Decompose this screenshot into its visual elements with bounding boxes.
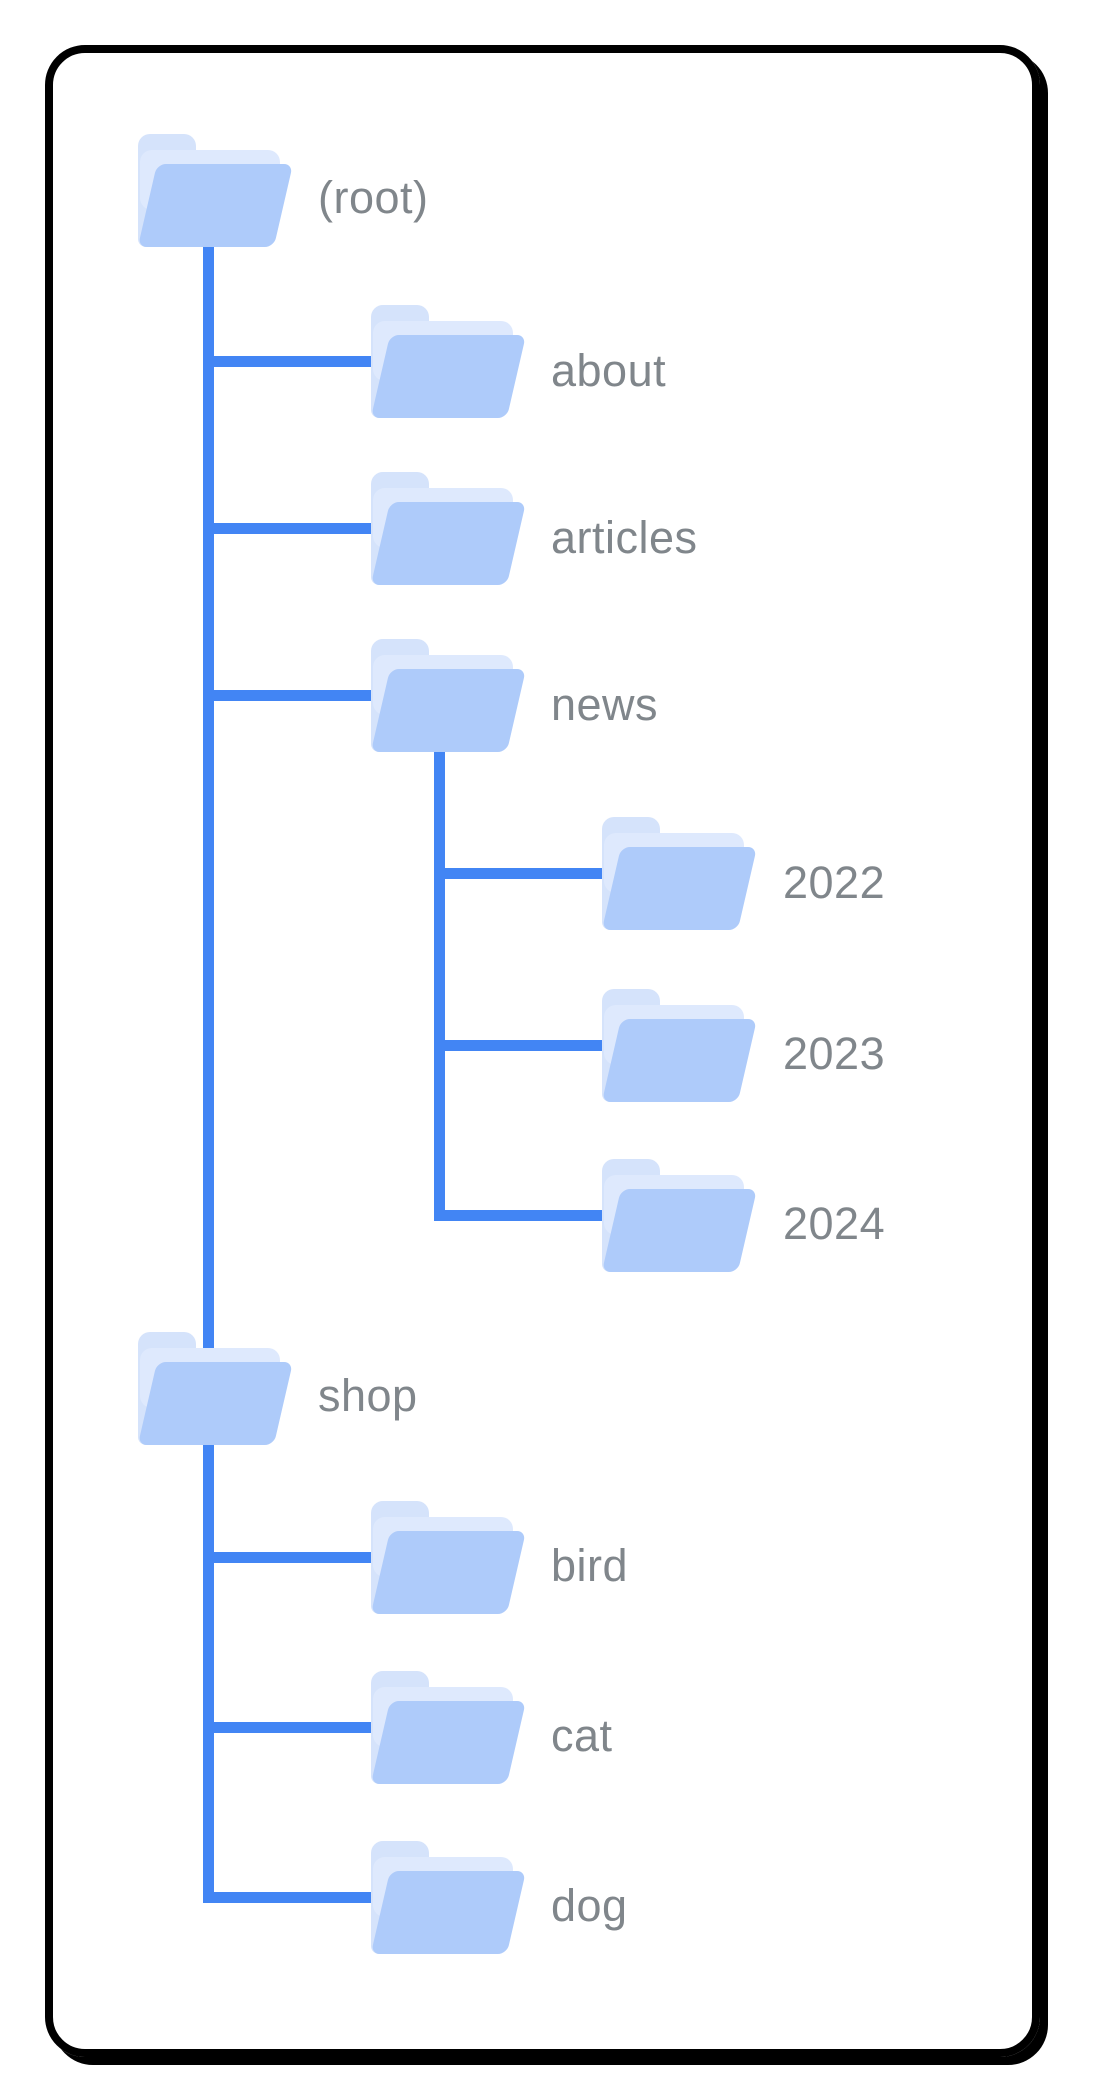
folder-front — [601, 847, 757, 930]
label-2023: 2023 — [783, 1028, 886, 1079]
folder-front — [601, 1019, 757, 1102]
connector-branch-cat — [203, 1722, 410, 1733]
folder-icon-news — [370, 639, 526, 752]
label-dog: dog — [551, 1880, 628, 1931]
folder-icon-bird — [370, 1501, 526, 1614]
label-articles: articles — [551, 512, 698, 563]
connector-root-vertical — [203, 238, 214, 1903]
folder-icon-2022 — [601, 817, 757, 930]
label-2024: 2024 — [783, 1198, 886, 1249]
folder-front — [370, 1871, 526, 1954]
folder-icon-articles — [370, 472, 526, 585]
folder-front — [370, 1531, 526, 1614]
label-news: news — [551, 679, 659, 730]
folder-front — [370, 669, 526, 752]
connector-branch-2024 — [434, 1210, 630, 1221]
connector-branch-news — [203, 690, 400, 701]
folder-front — [370, 1701, 526, 1784]
site-structure-card — [45, 45, 1040, 2057]
label-bird: bird — [551, 1540, 629, 1591]
connector-branch-bird — [203, 1552, 410, 1563]
label-shop: shop — [318, 1370, 418, 1421]
folder-front — [137, 1362, 293, 1445]
label-2022: 2022 — [783, 857, 886, 908]
label-root: (root) — [318, 172, 429, 223]
folder-icon-cat — [370, 1671, 526, 1784]
folder-front — [137, 164, 293, 247]
label-about: about — [551, 345, 667, 396]
folder-front — [601, 1189, 757, 1272]
folder-icon-about — [370, 305, 526, 418]
label-cat: cat — [551, 1710, 613, 1761]
folder-icon-2024 — [601, 1159, 757, 1272]
folder-icon-root — [137, 134, 293, 247]
folder-front — [370, 502, 526, 585]
connector-branch-2022 — [434, 868, 630, 879]
folder-icon-dog — [370, 1841, 526, 1954]
connector-branch-about — [203, 356, 400, 367]
connector-news-vertical — [434, 740, 445, 1221]
folder-icon-shop — [137, 1332, 293, 1445]
connector-branch-articles — [203, 523, 400, 534]
folder-front — [370, 335, 526, 418]
connector-branch-2023 — [434, 1040, 630, 1051]
connector-branch-dog — [203, 1892, 410, 1903]
folder-icon-2023 — [601, 989, 757, 1102]
